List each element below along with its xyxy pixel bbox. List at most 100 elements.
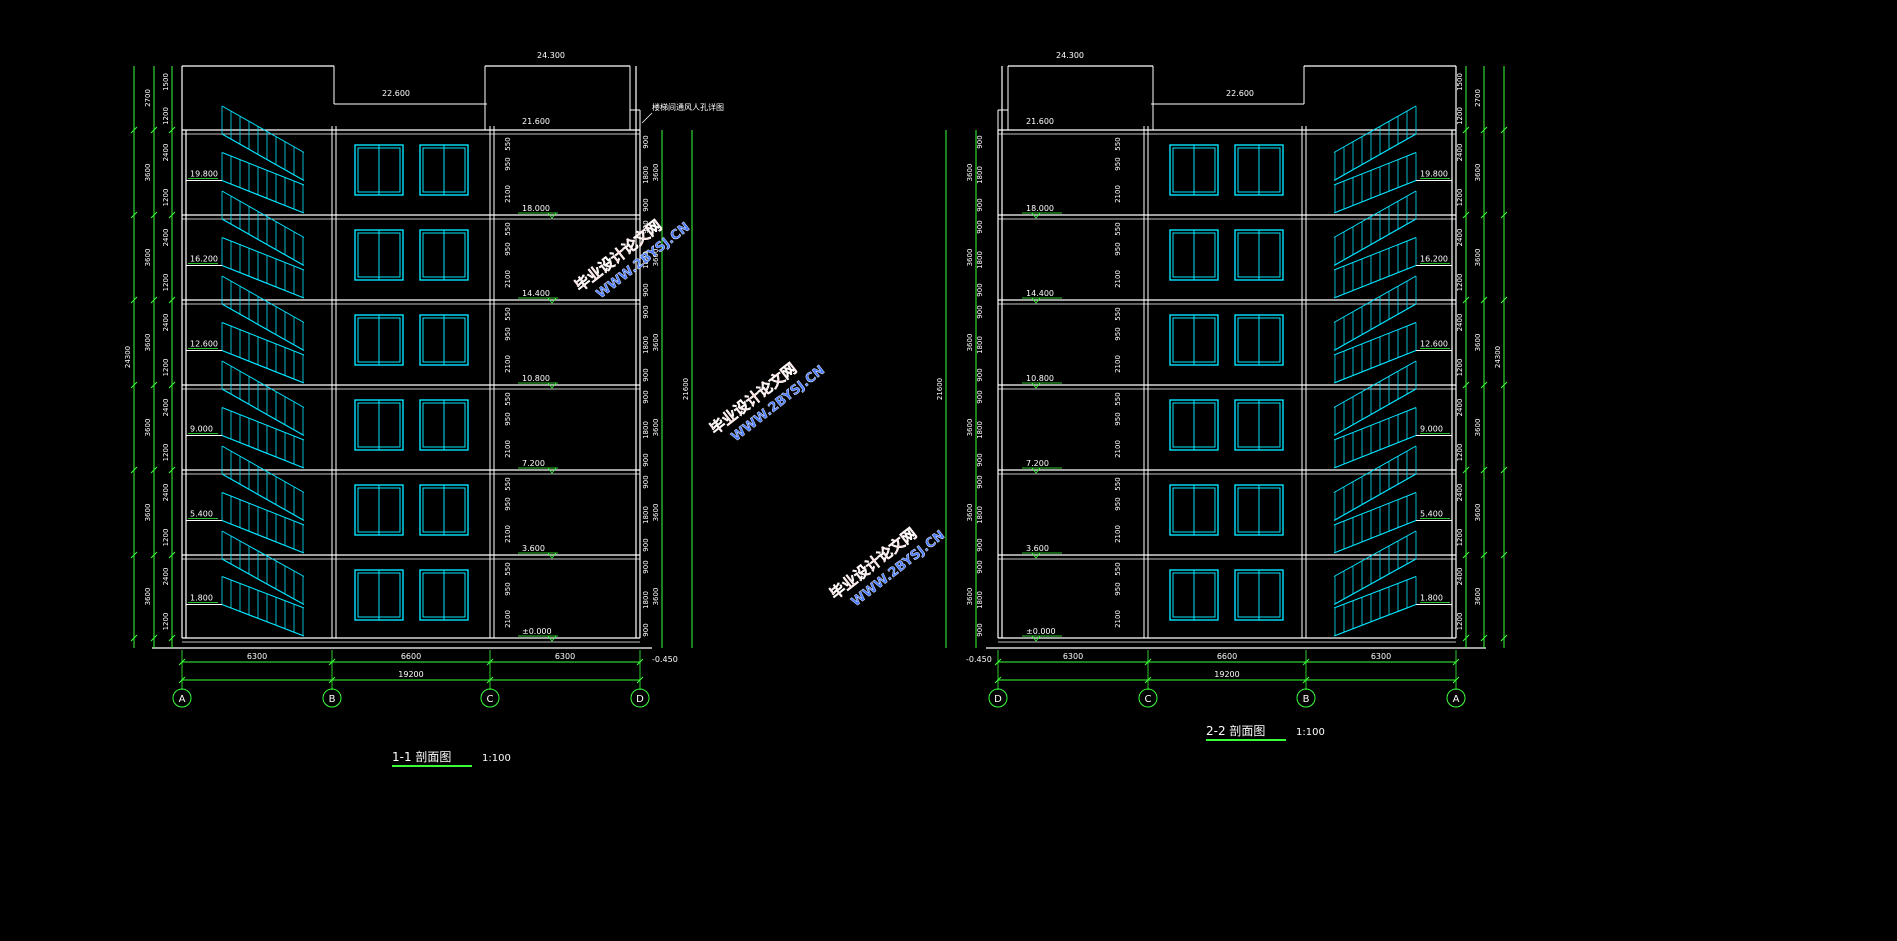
dimension-tick [168, 634, 176, 642]
axis-bubble [480, 688, 500, 708]
axis-bubble [1296, 688, 1316, 708]
window-dim: 900 [976, 475, 984, 488]
window-dim: 900 [642, 538, 650, 551]
stair-handrail [1333, 105, 1417, 153]
column-dim: 550 [504, 562, 512, 575]
window-dim: 1800 [976, 506, 984, 524]
stair-flight [1333, 190, 1452, 299]
dimension-tick [1500, 381, 1508, 389]
stair-stringer [221, 179, 305, 214]
dimension-tick [1480, 381, 1488, 389]
stair-handrail [1333, 275, 1417, 323]
flight-height: 1200 [162, 529, 170, 547]
storey-height: 3600 [1474, 334, 1482, 352]
stair-handrail [1333, 360, 1417, 408]
landing-elevation: 19.800 [190, 170, 218, 179]
window-dim: 900 [976, 560, 984, 573]
axis-bubble [1446, 688, 1466, 708]
span-dim: 6600 [401, 652, 421, 661]
stair-stringer [1333, 603, 1417, 637]
stair-stringer [1333, 519, 1417, 554]
column-dim: 550 [1114, 137, 1122, 150]
window-dim: 1800 [642, 166, 650, 184]
window-dim: 1800 [642, 251, 650, 269]
stair-stringer [1333, 218, 1417, 267]
dimension-tick [150, 466, 158, 474]
stair-flight [1333, 445, 1452, 554]
landing-elevation: 5.400 [1420, 510, 1443, 519]
flight-height: 1200 [162, 189, 170, 207]
flight-height: 2400 [1456, 399, 1464, 417]
window-dim: 900 [976, 453, 984, 466]
dimension-tick [1462, 634, 1470, 642]
axis-bubble [322, 688, 342, 708]
window-dim: 900 [976, 368, 984, 381]
column-dim: 550 [504, 307, 512, 320]
flight-height: 1200 [162, 613, 170, 631]
flight-height: 2400 [162, 314, 170, 332]
window-dim: 900 [976, 198, 984, 211]
stair-handrail [221, 190, 305, 238]
stair-handrail [1333, 407, 1417, 441]
storey-height: 3600 [652, 249, 660, 267]
column-dim: 2100 [1114, 610, 1122, 628]
storey-height: 3600 [1474, 419, 1482, 437]
storey-height: 3600 [1474, 588, 1482, 606]
axis-label: A [1453, 694, 1460, 705]
roof-height: 1500 [162, 73, 170, 91]
storey-height: 3600 [144, 588, 152, 606]
roof-note: 楼梯间通风人孔详图 [652, 102, 724, 112]
dimension-tick [636, 658, 644, 666]
level-triangle [1031, 635, 1041, 642]
stair-handrail [221, 275, 305, 323]
window-dim: 900 [642, 198, 650, 211]
window-dim: 1800 [976, 421, 984, 439]
stair-stringer [1333, 264, 1417, 299]
flight-height: 1200 [1456, 274, 1464, 292]
floor-level: 10.800 [522, 374, 550, 383]
column-dim: 2100 [1114, 440, 1122, 458]
dimension-tick [1480, 466, 1488, 474]
dimension-tick [1452, 676, 1460, 684]
dimension-tick [486, 676, 494, 684]
dimension-tick [130, 551, 138, 559]
axis-label: A [179, 694, 186, 705]
storey-height: 3600 [652, 588, 660, 606]
dimension-tick [1302, 676, 1310, 684]
landing-elevation: 5.400 [190, 510, 213, 519]
storey-height: 3600 [966, 249, 974, 267]
dimension-tick [168, 211, 176, 219]
dimension-tick [1500, 126, 1508, 134]
stair-handrail [221, 360, 305, 408]
column-dim: 550 [1114, 392, 1122, 405]
roof-note-leader [641, 112, 653, 124]
flight-height: 1200 [1456, 529, 1464, 547]
dimension-tick [150, 296, 158, 304]
axis-label: C [1145, 694, 1152, 705]
level-triangle [547, 635, 557, 642]
dimension-tick [1500, 466, 1508, 474]
landing-elevation: 16.200 [1420, 255, 1448, 264]
span-dim: 6300 [247, 652, 267, 661]
dimension-tick [178, 658, 186, 666]
floor-level: ±0.000 [1026, 627, 1056, 636]
flight-height: 1200 [1456, 613, 1464, 631]
roof-level: 22.600 [382, 89, 410, 98]
window-dim: 900 [642, 560, 650, 573]
column-dim: 950 [1114, 497, 1122, 510]
dimension-tick [178, 676, 186, 684]
dimension-tick [1480, 211, 1488, 219]
column-dim: 550 [504, 137, 512, 150]
stair-handrail [221, 576, 305, 609]
stair-flight [186, 275, 305, 384]
stair-handrail [221, 237, 305, 271]
stair-flight [186, 105, 305, 214]
window-dim: 900 [642, 368, 650, 381]
stair-flight [1333, 530, 1452, 637]
column-dim: 950 [504, 157, 512, 170]
storey-height: 3600 [652, 164, 660, 182]
flight-height: 2400 [1456, 144, 1464, 162]
axis-label: B [1303, 694, 1310, 705]
